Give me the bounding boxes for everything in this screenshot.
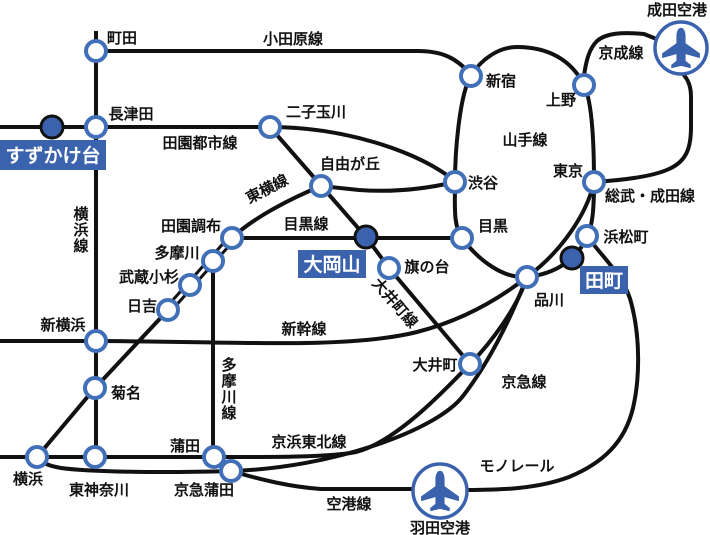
station-tokyo[interactable] — [582, 170, 606, 194]
line-label-keihin-tohoku-line: 京浜東北線 — [271, 433, 346, 451]
rail-line-新幹線-geometry — [0, 181, 596, 346]
line-label-meguro-line: 目黒線 — [283, 215, 328, 233]
narita-airport-airplane-icon — [662, 27, 700, 69]
station-nagatsuta[interactable] — [84, 115, 108, 139]
station-yokohama[interactable] — [25, 445, 49, 469]
rail-line-京浜東北線-geometry — [0, 276, 529, 460]
station-label-oimachi: 大井町 — [412, 356, 457, 374]
station-label-jiyugaoka: 自由が丘 — [320, 155, 380, 173]
station-shinagawa[interactable] — [515, 265, 539, 289]
station-shinjuku[interactable] — [459, 64, 483, 88]
rail-line-空港線-geometry — [230, 469, 414, 491]
station-hiyoshi[interactable] — [156, 298, 180, 322]
station-higashi-kanagawa[interactable] — [83, 445, 107, 469]
station-label-shin-yokohama: 新横浜 — [40, 316, 85, 334]
rail-line-田園都市線-geometry — [0, 125, 457, 183]
station-label-musashi-kosugi: 武蔵小杉 — [119, 268, 179, 286]
station-suzukakedai[interactable] — [39, 114, 65, 140]
station-ookayama[interactable] — [353, 224, 379, 250]
station-label-keikyu-kamata: 京急蒲田 — [174, 481, 234, 499]
line-label-keisei-line: 京成線 — [598, 44, 643, 62]
rail-line-京急線-geometry — [35, 276, 529, 474]
station-denenchofu[interactable] — [220, 226, 244, 250]
rail-line-東横線-geometry — [35, 180, 456, 459]
station-label-ueno: 上野 — [546, 92, 576, 109]
station-shibuya[interactable] — [443, 170, 467, 194]
station-tamachi[interactable] — [559, 245, 585, 271]
station-jiyugaoka[interactable] — [309, 174, 333, 198]
line-label-tamagawa-line: 多摩川線 — [220, 356, 237, 422]
station-shin-yokohama[interactable] — [84, 329, 108, 353]
station-label-box-suzukakedai — [0, 140, 106, 170]
station-label-hamamatsucho: 浜松町 — [603, 228, 648, 246]
station-label-nagatsuta: 長津田 — [108, 105, 153, 123]
station-label-shinjuku: 新宿 — [486, 72, 516, 90]
station-hamamatsucho[interactable] — [575, 224, 599, 248]
line-label-keikyu-line: 京急線 — [501, 373, 546, 391]
line-label-shinkansen: 新幹線 — [281, 320, 326, 338]
station-label-suzukakedai: すずかけ台 — [5, 144, 100, 167]
station-kikuna[interactable] — [83, 376, 107, 400]
station-label-shinagawa: 品川 — [534, 292, 564, 309]
station-futako-tamagawa[interactable] — [258, 115, 282, 139]
station-ueno[interactable] — [572, 73, 596, 97]
station-label-machida: 町田 — [107, 30, 137, 47]
station-label-kamata: 蒲田 — [170, 437, 200, 455]
rail-line-京成線-geometry — [582, 31, 660, 77]
line-label-yamanote-line: 山手線 — [502, 131, 547, 149]
station-label-tamachi: 田町 — [585, 271, 623, 292]
narita-airport-label: 成田空港 — [647, 1, 708, 19]
haneda-airport-label: 羽田空港 — [410, 519, 471, 535]
line-label-odawara-line: 小田原線 — [263, 30, 323, 48]
rail-line-gap-複線区間-geometry — [166, 237, 234, 311]
station-keikyu-kamata[interactable] — [219, 459, 243, 483]
station-hatanodai[interactable] — [377, 256, 401, 280]
station-tamagawa[interactable] — [201, 249, 225, 273]
station-label-meguro: 目黒 — [478, 218, 508, 235]
line-label-monorail: モノレール — [479, 458, 554, 475]
line-label-yokohama-line: 横浜線 — [73, 205, 89, 255]
station-label-box-tamachi — [580, 266, 628, 294]
line-label-oimachi-line: 大井町線 — [369, 274, 422, 331]
station-meguro[interactable] — [450, 226, 474, 250]
station-oimachi[interactable] — [458, 352, 482, 376]
station-label-higashi-kanagawa: 東神奈川 — [69, 481, 129, 499]
rail-line-小田原線-geometry — [96, 49, 473, 77]
station-label-shibuya: 渋谷 — [468, 174, 499, 192]
station-musashi-kosugi[interactable] — [178, 273, 202, 297]
station-label-tamagawa: 多摩川 — [154, 244, 199, 262]
station-label-ookayama: 大岡山 — [303, 253, 360, 276]
station-label-hiyoshi: 日吉 — [127, 297, 157, 315]
station-machida[interactable] — [84, 39, 108, 63]
station-label-hatanodai: 旗の台 — [404, 258, 449, 276]
station-label-box-ookayama — [298, 250, 366, 278]
line-label-denentoshi-line: 田園都市線 — [162, 134, 237, 152]
station-label-yokohama: 横浜 — [13, 470, 43, 488]
station-label-futako-tamagawa: 二子玉川 — [286, 104, 346, 121]
rail-line-総武成田線-geometry — [593, 71, 693, 184]
station-label-denenchofu: 田園調布 — [161, 217, 221, 235]
station-label-kikuna: 菊名 — [111, 384, 141, 402]
line-label-kuko-line: 空港線 — [326, 495, 371, 513]
haneda-airport-airplane-icon — [421, 470, 459, 512]
station-label-tokyo: 東京 — [553, 162, 583, 180]
station-kamata[interactable] — [202, 445, 226, 469]
line-label-sobu-narita-line: 総武・成田線 — [605, 187, 695, 205]
